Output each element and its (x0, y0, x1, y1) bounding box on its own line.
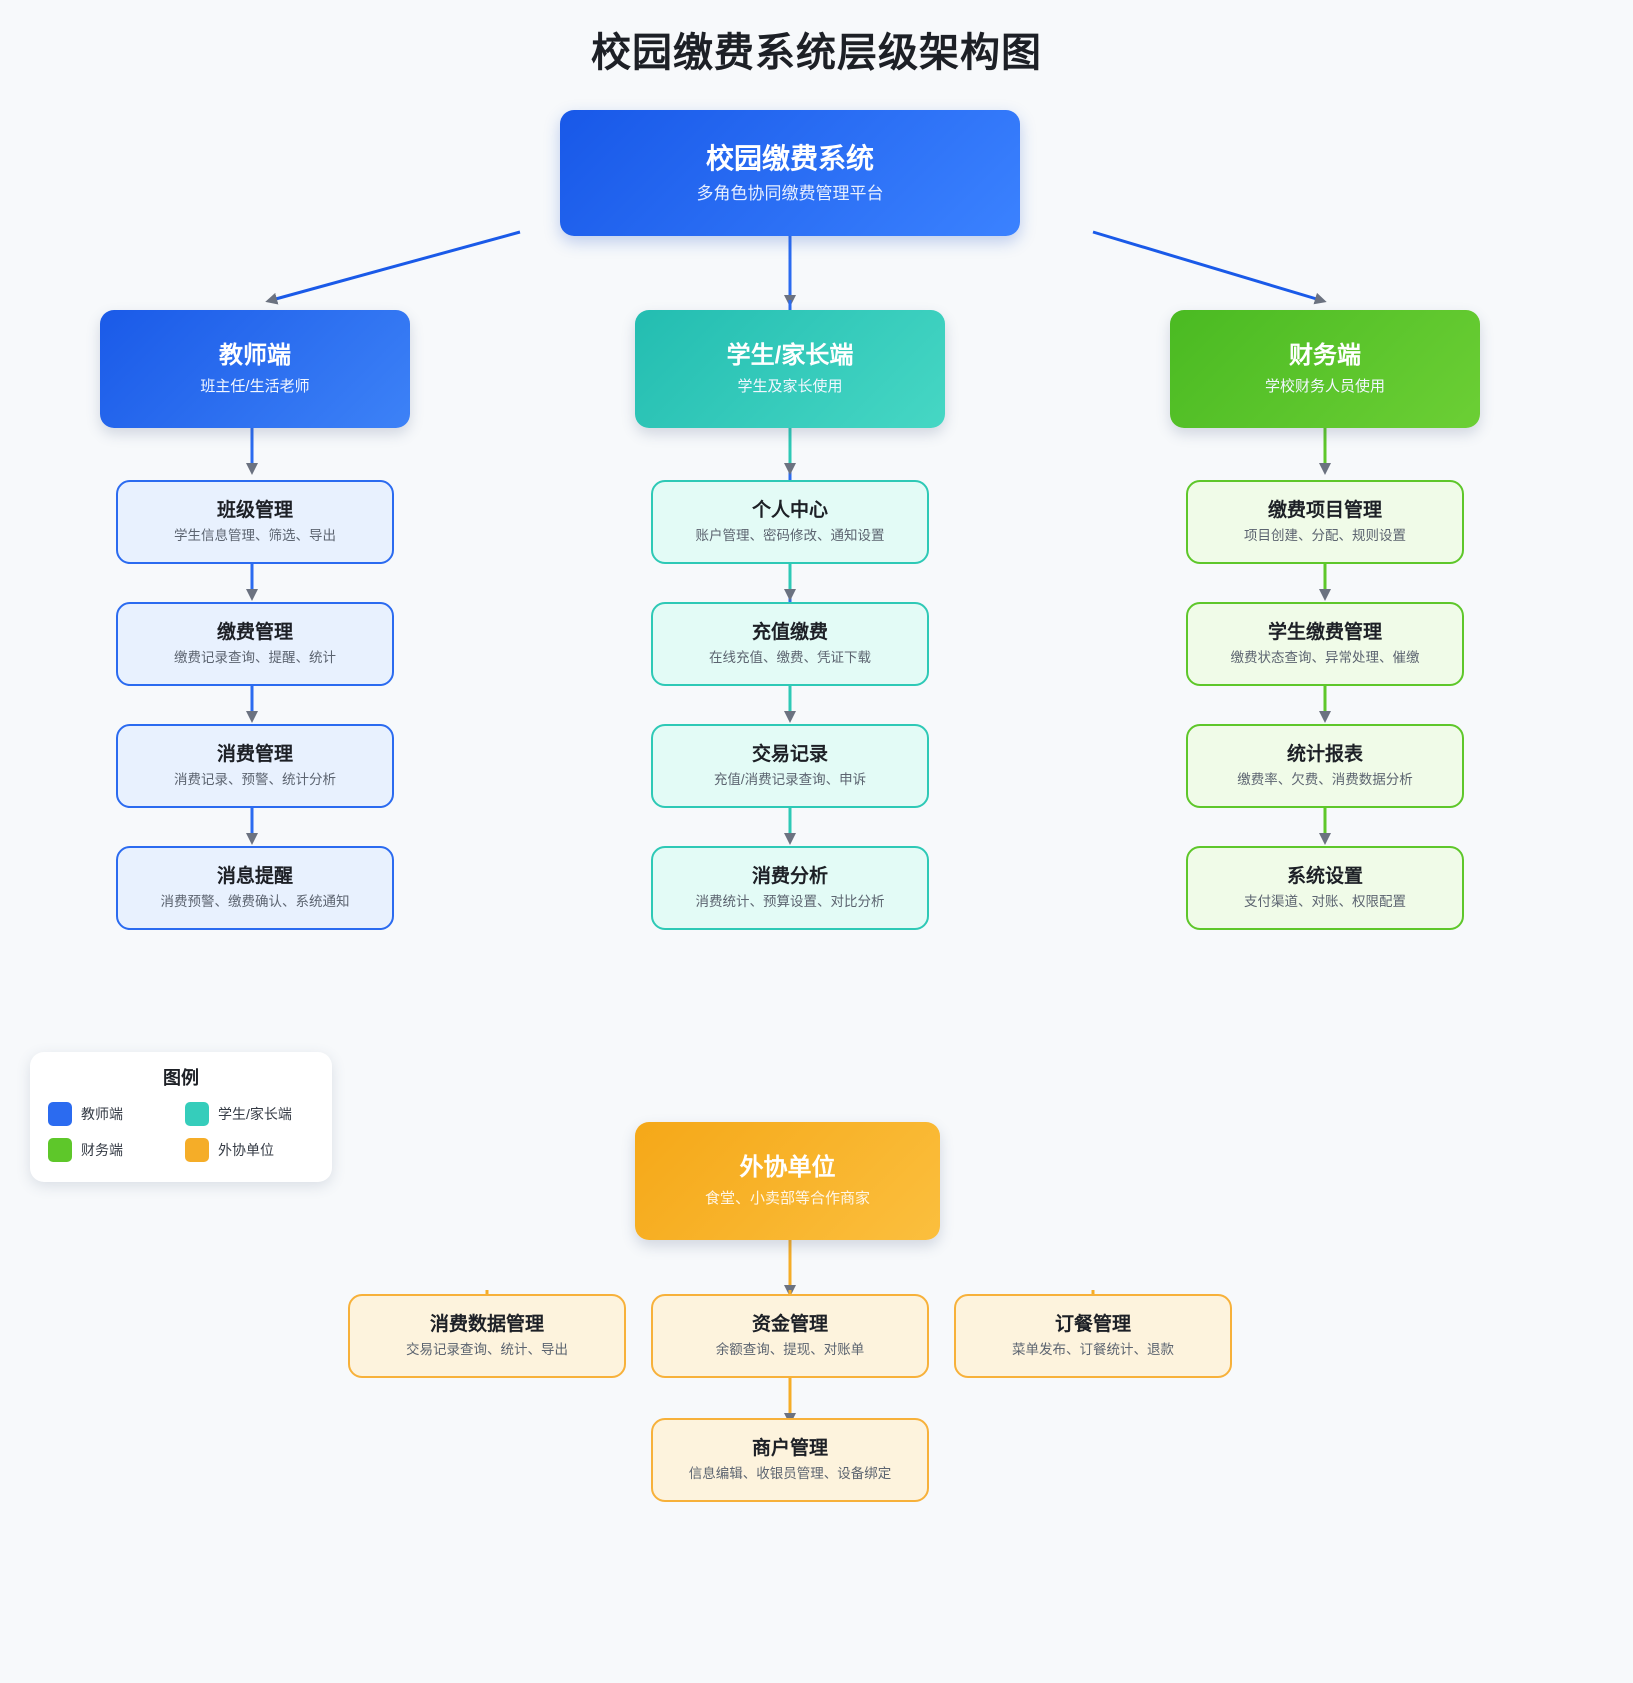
legend-item-teacher: 教师端 (48, 1102, 177, 1126)
node-subtitle: 信息编辑、收银员管理、设备绑定 (688, 1466, 892, 1482)
node-finance-child-3[interactable]: 统计报表 缴费率、欠费、消费数据分析 (1186, 724, 1464, 808)
node-subtitle: 菜单发布、订餐统计、退款 (1012, 1342, 1174, 1358)
node-subtitle: 学生信息管理、筛选、导出 (174, 528, 336, 544)
node-teacher-head-subtitle: 班主任/生活老师 (200, 377, 310, 395)
node-subtitle: 在线充值、缴费、凭证下载 (709, 650, 871, 666)
node-vendor-child-1[interactable]: 消费数据管理 交易记录查询、统计、导出 (348, 1294, 626, 1378)
node-title: 消费管理 (216, 743, 293, 765)
node-vendor-child-2[interactable]: 资金管理 余额查询、提现、对账单 (651, 1294, 929, 1378)
node-title: 商户管理 (751, 1437, 828, 1459)
node-finance-head-title: 财务端 (1289, 342, 1361, 370)
node-title: 交易记录 (751, 743, 828, 765)
node-subtitle: 消费预警、缴费确认、系统通知 (160, 894, 350, 910)
node-subtitle: 缴费记录查询、提醒、统计 (174, 650, 336, 666)
node-title: 班级管理 (216, 499, 293, 521)
node-title: 缴费管理 (216, 621, 293, 643)
node-finance-child-2[interactable]: 学生缴费管理 缴费状态查询、异常处理、催缴 (1186, 602, 1464, 686)
node-student-child-3[interactable]: 交易记录 充值/消费记录查询、申诉 (651, 724, 929, 808)
legend-swatch-finance (48, 1138, 72, 1162)
page-title: 校园缴费系统层级架构图 (591, 31, 1042, 75)
node-root-subtitle: 多角色协同缴费管理平台 (696, 183, 884, 203)
legend-item-vendor: 外协单位 (185, 1138, 314, 1162)
node-finance-head[interactable]: 财务端 学校财务人员使用 (1170, 310, 1480, 428)
node-subtitle: 账户管理、密码修改、通知设置 (695, 528, 885, 544)
node-title: 个人中心 (751, 499, 828, 521)
node-subtitle: 缴费状态查询、异常处理、催缴 (1230, 650, 1420, 666)
node-title: 消息提醒 (216, 865, 293, 887)
node-subtitle: 支付渠道、对账、权限配置 (1244, 894, 1406, 910)
node-finance-child-4[interactable]: 系统设置 支付渠道、对账、权限配置 (1186, 846, 1464, 930)
node-teacher-head-title: 教师端 (219, 342, 291, 370)
node-subtitle: 充值/消费记录查询、申诉 (713, 772, 867, 788)
node-root-title: 校园缴费系统 (705, 143, 874, 174)
legend-label-vendor: 外协单位 (218, 1142, 274, 1158)
node-title: 订餐管理 (1054, 1313, 1131, 1335)
node-subtitle: 项目创建、分配、规则设置 (1244, 528, 1406, 544)
node-subtitle: 交易记录查询、统计、导出 (406, 1342, 568, 1358)
node-subtitle: 消费记录、预警、统计分析 (174, 772, 336, 788)
node-title: 消费数据管理 (429, 1313, 544, 1335)
node-teacher-child-4[interactable]: 消息提醒 消费预警、缴费确认、系统通知 (116, 846, 394, 930)
node-subtitle: 余额查询、提现、对账单 (715, 1342, 865, 1358)
node-subtitle: 消费统计、预算设置、对比分析 (695, 894, 885, 910)
node-vendor-grandchild[interactable]: 商户管理 信息编辑、收银员管理、设备绑定 (651, 1418, 929, 1502)
node-teacher-child-3[interactable]: 消费管理 消费记录、预警、统计分析 (116, 724, 394, 808)
node-finance-head-subtitle: 学校财务人员使用 (1264, 377, 1385, 395)
node-finance-child-1[interactable]: 缴费项目管理 项目创建、分配、规则设置 (1186, 480, 1464, 564)
node-title: 缴费项目管理 (1267, 499, 1382, 521)
node-student-head[interactable]: 学生/家长端 学生及家长使用 (635, 310, 945, 428)
node-title: 统计报表 (1286, 743, 1363, 765)
node-root[interactable]: 校园缴费系统 多角色协同缴费管理平台 (560, 110, 1020, 236)
node-vendor-head-title: 外协单位 (739, 1154, 836, 1182)
node-title: 充值缴费 (751, 621, 828, 643)
node-student-head-title: 学生/家长端 (726, 342, 854, 370)
node-title: 消费分析 (751, 865, 828, 887)
node-teacher-child-2[interactable]: 缴费管理 缴费记录查询、提醒、统计 (116, 602, 394, 686)
legend-item-student: 学生/家长端 (185, 1102, 314, 1126)
legend-label-student: 学生/家长端 (218, 1106, 292, 1122)
legend-item-finance: 财务端 (48, 1138, 177, 1162)
node-title: 资金管理 (751, 1313, 828, 1335)
legend-label-teacher: 教师端 (81, 1106, 123, 1122)
legend-swatch-teacher (48, 1102, 72, 1126)
node-title: 学生缴费管理 (1267, 621, 1382, 643)
legend-label-finance: 财务端 (81, 1142, 123, 1158)
node-student-child-1[interactable]: 个人中心 账户管理、密码修改、通知设置 (651, 480, 929, 564)
legend-title: 图例 (163, 1068, 199, 1088)
node-student-child-2[interactable]: 充值缴费 在线充值、缴费、凭证下载 (651, 602, 929, 686)
node-teacher-child-1[interactable]: 班级管理 学生信息管理、筛选、导出 (116, 480, 394, 564)
node-student-head-subtitle: 学生及家长使用 (737, 377, 843, 395)
legend-grid: 教师端 学生/家长端 财务端 外协单位 (48, 1102, 314, 1162)
node-title: 系统设置 (1286, 865, 1363, 887)
node-subtitle: 缴费率、欠费、消费数据分析 (1237, 772, 1413, 788)
node-vendor-child-3[interactable]: 订餐管理 菜单发布、订餐统计、退款 (954, 1294, 1232, 1378)
legend-swatch-student (185, 1102, 209, 1126)
node-vendor-head[interactable]: 外协单位 食堂、小卖部等合作商家 (635, 1122, 940, 1240)
node-student-child-4[interactable]: 消费分析 消费统计、预算设置、对比分析 (651, 846, 929, 930)
legend-panel: 图例 教师端 学生/家长端 财务端 外协单位 (30, 1052, 332, 1182)
node-teacher-head[interactable]: 教师端 班主任/生活老师 (100, 310, 410, 428)
legend-swatch-vendor (185, 1138, 209, 1162)
node-vendor-head-subtitle: 食堂、小卖部等合作商家 (704, 1189, 870, 1207)
